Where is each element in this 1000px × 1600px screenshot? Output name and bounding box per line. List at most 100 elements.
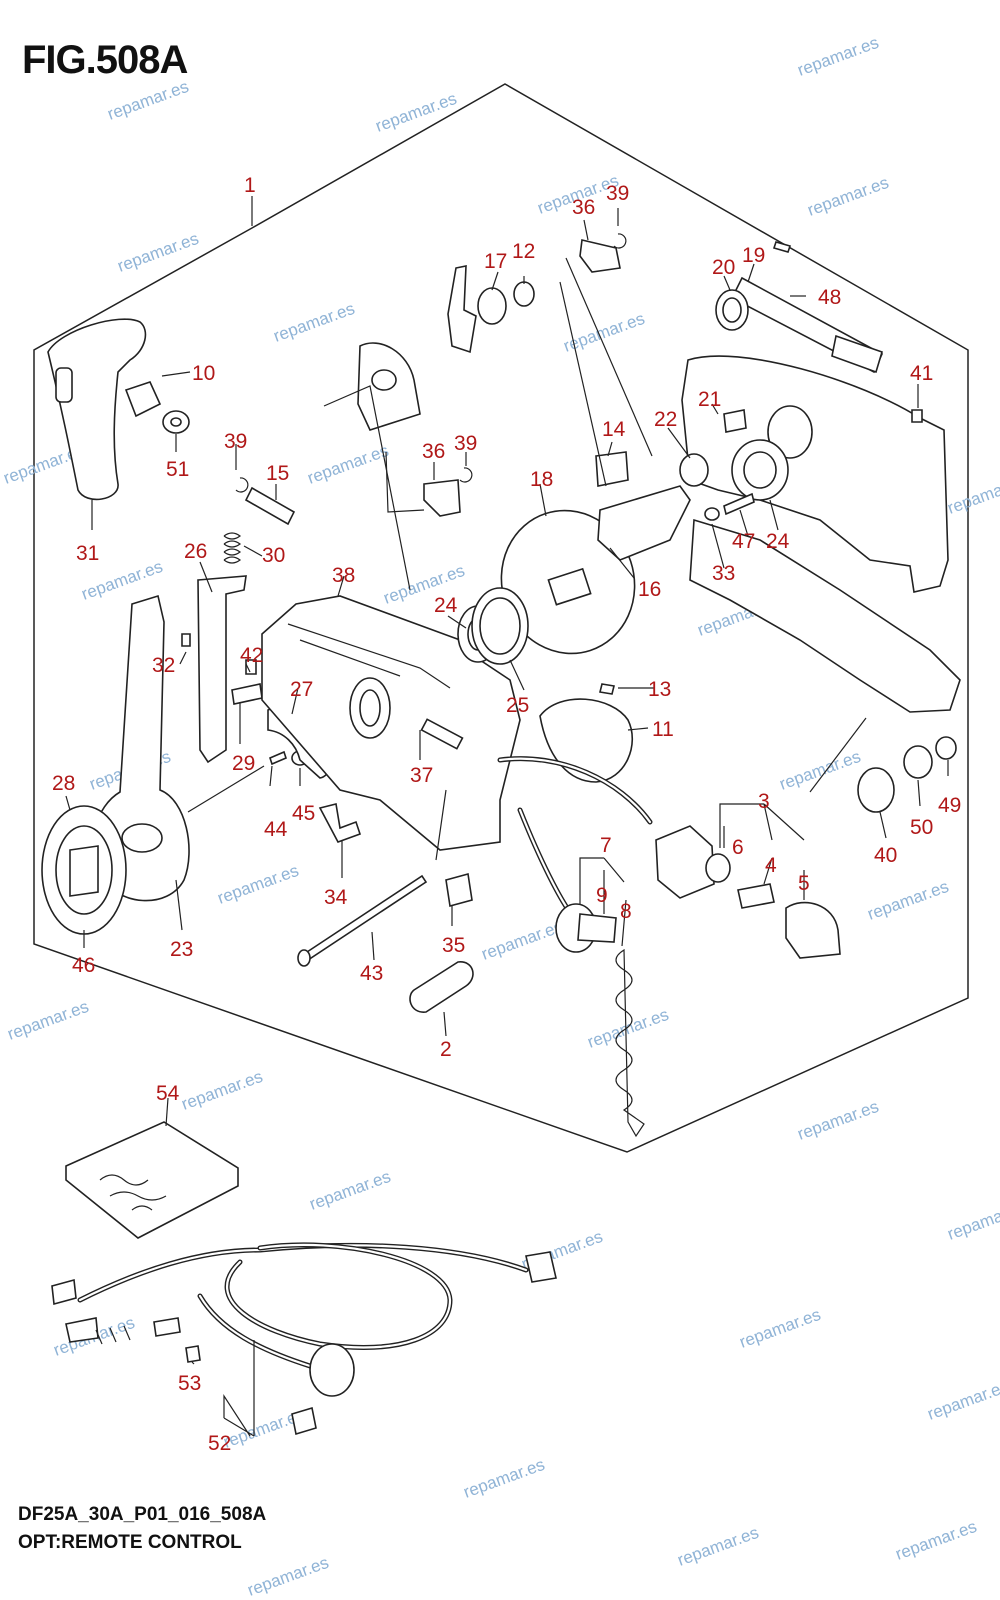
- callout-19: 19: [742, 244, 765, 267]
- part-22-gear: [679, 453, 709, 487]
- watermark-text: repamar.es: [585, 1005, 671, 1052]
- callout-15: 15: [266, 462, 289, 485]
- part-48-screw: [772, 241, 792, 253]
- callout-23: 23: [170, 938, 193, 961]
- watermark-text: repamar.es: [5, 997, 91, 1044]
- callout-34: 34: [324, 886, 348, 909]
- watermark-text: repamar.es: [215, 861, 301, 908]
- callout-33: 33: [712, 562, 735, 585]
- callout-47: 47: [732, 530, 755, 553]
- callout-13: 13: [648, 678, 671, 701]
- callout-20: 20: [712, 256, 735, 279]
- part-2-plate: [409, 961, 474, 1013]
- callout-53: 53: [178, 1372, 201, 1395]
- callout-27: 27: [290, 678, 313, 701]
- leader-lines: [65, 196, 949, 1437]
- callout-39-mid: 39: [454, 432, 477, 455]
- callout-52: 52: [208, 1432, 231, 1455]
- watermark-text: repamar.es: [461, 1455, 547, 1502]
- callout-8: 8: [620, 900, 632, 923]
- watermark-text: repamar.es: [305, 441, 391, 488]
- callout-16: 16: [638, 578, 661, 601]
- part-33-washer: [704, 507, 720, 521]
- callout-32: 32: [152, 654, 175, 677]
- part-15-pin: [244, 486, 296, 526]
- part-10-cap: [124, 381, 162, 418]
- callout-49: 49: [938, 794, 961, 817]
- callout-6: 6: [732, 836, 744, 859]
- part-52-harness: [51, 1242, 557, 1436]
- part-17-lever: [447, 265, 477, 354]
- part-16-plate: [597, 485, 691, 561]
- figure-code: DF25A_30A_P01_016_508A: [18, 1504, 267, 1525]
- watermark-text: repamar.es: [737, 1305, 823, 1352]
- callout-7: 7: [600, 834, 612, 857]
- watermark-text: repamar.es: [373, 89, 459, 136]
- callout-30: 30: [262, 544, 285, 567]
- callout-10: 10: [192, 362, 215, 385]
- part-36-bracket-lower: [423, 479, 461, 517]
- part-49-nut: [935, 736, 957, 760]
- part-25-ring: [471, 587, 529, 665]
- part-33-side-plate: [681, 355, 961, 713]
- part-26-bracket: [197, 575, 247, 764]
- callout-labels: 1 2 3 4 5 6 7 8 9 10 11 12 13 14 15 16 1…: [52, 174, 961, 1455]
- part-29-plate: [231, 683, 263, 705]
- callout-14: 14: [602, 418, 626, 441]
- watermark-text: repamar.es: [105, 77, 191, 124]
- part-40-knob: [857, 767, 895, 813]
- watermark-text: repamar.es: [675, 1523, 761, 1570]
- callout-28: 28: [52, 772, 75, 795]
- watermark-text: repamar.es: [893, 1517, 979, 1564]
- assembly-boundary: [33, 83, 969, 1153]
- part-41-screw: [911, 409, 923, 423]
- watermark-text: repamar.es: [945, 471, 1000, 518]
- part-51-washer: [162, 410, 190, 434]
- part-35-clip: [445, 872, 473, 908]
- part-43-bolt: [297, 874, 428, 967]
- callout-44: 44: [264, 818, 288, 841]
- callout-24-right: 24: [766, 530, 790, 553]
- part-19-grip: [831, 334, 883, 374]
- callout-2: 2: [440, 1038, 452, 1061]
- callout-24-left: 24: [434, 594, 458, 617]
- callout-39-upper: 39: [606, 182, 629, 205]
- callout-31: 31: [76, 542, 99, 565]
- watermark-text: repamar.es: [945, 1197, 1000, 1244]
- watermark-text: repamar.es: [271, 299, 357, 346]
- watermark-text: repamar.es: [805, 173, 891, 220]
- figure-title: FIG.508A: [22, 38, 188, 82]
- callout-26: 26: [184, 540, 207, 563]
- part-53-terminal: [185, 1345, 201, 1363]
- callout-17: 17: [484, 250, 507, 273]
- callout-50: 50: [910, 816, 933, 839]
- watermark-text: repamar.es: [925, 1377, 1000, 1424]
- callout-46: 46: [72, 954, 95, 977]
- part-39-clip-upper: [613, 233, 627, 249]
- watermark-text: repamar.es: [795, 33, 881, 80]
- part-34-clip: [318, 803, 362, 843]
- callout-40: 40: [874, 844, 897, 867]
- figure-description: OPT:REMOTE CONTROL: [18, 1532, 242, 1553]
- part-17-ring: [477, 287, 507, 325]
- part-4-key: [737, 883, 775, 909]
- part-36-bracket-upper: [579, 239, 621, 273]
- part-47-bolt: [723, 492, 755, 516]
- part-31-handle-grip: [47, 318, 147, 501]
- callout-51: 51: [166, 458, 189, 481]
- callout-35: 35: [442, 934, 465, 957]
- callout-45: 45: [292, 802, 315, 825]
- part-38-main-housing: [261, 595, 521, 851]
- callout-37: 37: [410, 764, 433, 787]
- part-46-emblem: [69, 845, 99, 897]
- callout-5: 5: [798, 872, 810, 895]
- part-39-clip-lower: [459, 467, 473, 483]
- callout-41: 41: [910, 362, 933, 385]
- callout-29: 29: [232, 752, 255, 775]
- watermark-text: repamar.es: [245, 1553, 331, 1600]
- watermark-text: repamar.es: [179, 1067, 265, 1114]
- callout-38: 38: [332, 564, 355, 587]
- part-28-hub: [41, 805, 127, 935]
- callout-3: 3: [758, 790, 770, 813]
